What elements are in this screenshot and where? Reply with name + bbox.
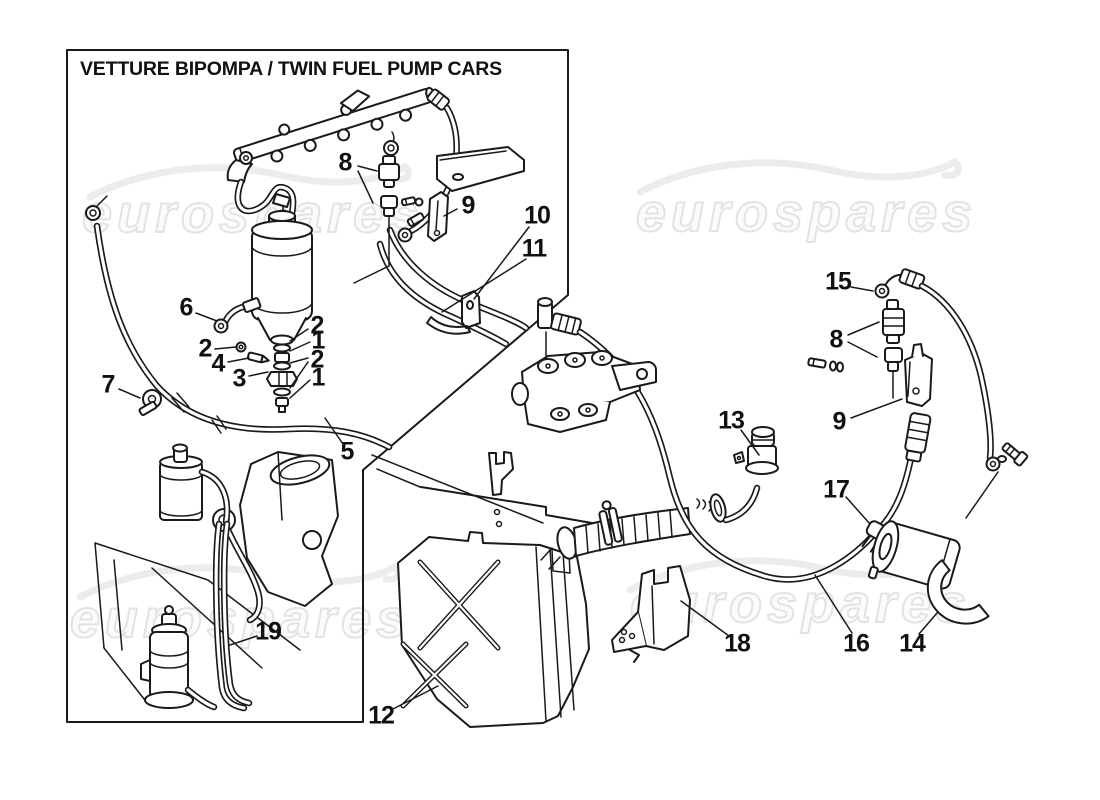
callout-14: 14 <box>899 629 926 658</box>
callout-2-b: 2 <box>310 345 325 374</box>
callout-12: 12 <box>368 701 395 730</box>
fuel-tank-guard <box>397 531 590 728</box>
callout-9-left: 9 <box>461 191 476 220</box>
strap-11 <box>426 316 471 335</box>
diagram-title: VETTURE BIPOMPA / TWIN FUEL PUMP CARS <box>80 58 502 80</box>
in-tank-fuel-pump <box>140 605 218 711</box>
watermark-bottom-left: eurospares <box>69 562 411 650</box>
callout-19: 19 <box>255 617 282 646</box>
fuel-filter-bottom <box>867 520 990 625</box>
filler-hose-assembly <box>540 426 779 570</box>
callout-11: 11 <box>521 234 547 263</box>
callout-5: 5 <box>340 437 355 466</box>
rubber-sleeve-14 <box>926 559 990 625</box>
callout-3: 3 <box>232 364 247 393</box>
callout-7: 7 <box>101 370 116 399</box>
banjo-fitting-15 <box>874 268 926 299</box>
filter-inlet-fittings <box>213 297 270 364</box>
fuel-rail <box>226 86 436 225</box>
pressure-valves-left <box>353 131 400 284</box>
callout-2-c: 2 <box>198 334 213 363</box>
callout-17: 17 <box>823 475 850 504</box>
svg-text:eurospares: eurospares <box>636 183 977 243</box>
callout-13: 13 <box>718 406 745 435</box>
callout-8-right: 8 <box>829 325 844 354</box>
watermark-top-right: eurospares <box>635 157 977 244</box>
leader-lines <box>118 165 938 710</box>
clamp-bracket-10 <box>461 290 481 329</box>
pressure-valves-right <box>882 299 905 399</box>
callout-6: 6 <box>179 293 194 322</box>
right-line-assembly <box>807 268 1029 519</box>
main-feed-hose-5 <box>85 195 393 451</box>
fuel-filter-canister <box>251 210 313 413</box>
callout-2-a: 2 <box>310 311 325 340</box>
mounting-bracket-9 <box>904 343 933 407</box>
callout-4: 4 <box>211 349 226 378</box>
inset-box-border <box>66 49 569 723</box>
hose-clamp-7 <box>138 389 162 416</box>
rail-outlet-hose <box>397 88 460 243</box>
callout-10: 10 <box>524 201 551 230</box>
rail-bracket-group <box>400 146 525 242</box>
callout-9-right: 9 <box>832 407 847 436</box>
body-panel-lines <box>371 451 593 528</box>
svg-text:eurospares: eurospares <box>70 589 411 649</box>
filler-neck-13 <box>733 426 779 475</box>
callout-15: 15 <box>825 267 852 296</box>
callout-1-b: 1 <box>311 363 326 392</box>
engine-and-tank-assembly <box>94 443 339 712</box>
callout-16: 16 <box>843 629 870 658</box>
callout-1-a: 1 <box>311 326 326 355</box>
support-bracket-18 <box>611 565 691 663</box>
distribution-manifold <box>511 297 915 583</box>
manifold-elbow <box>537 297 582 359</box>
callout-8-left: 8 <box>338 148 353 177</box>
callout-18: 18 <box>724 629 751 658</box>
